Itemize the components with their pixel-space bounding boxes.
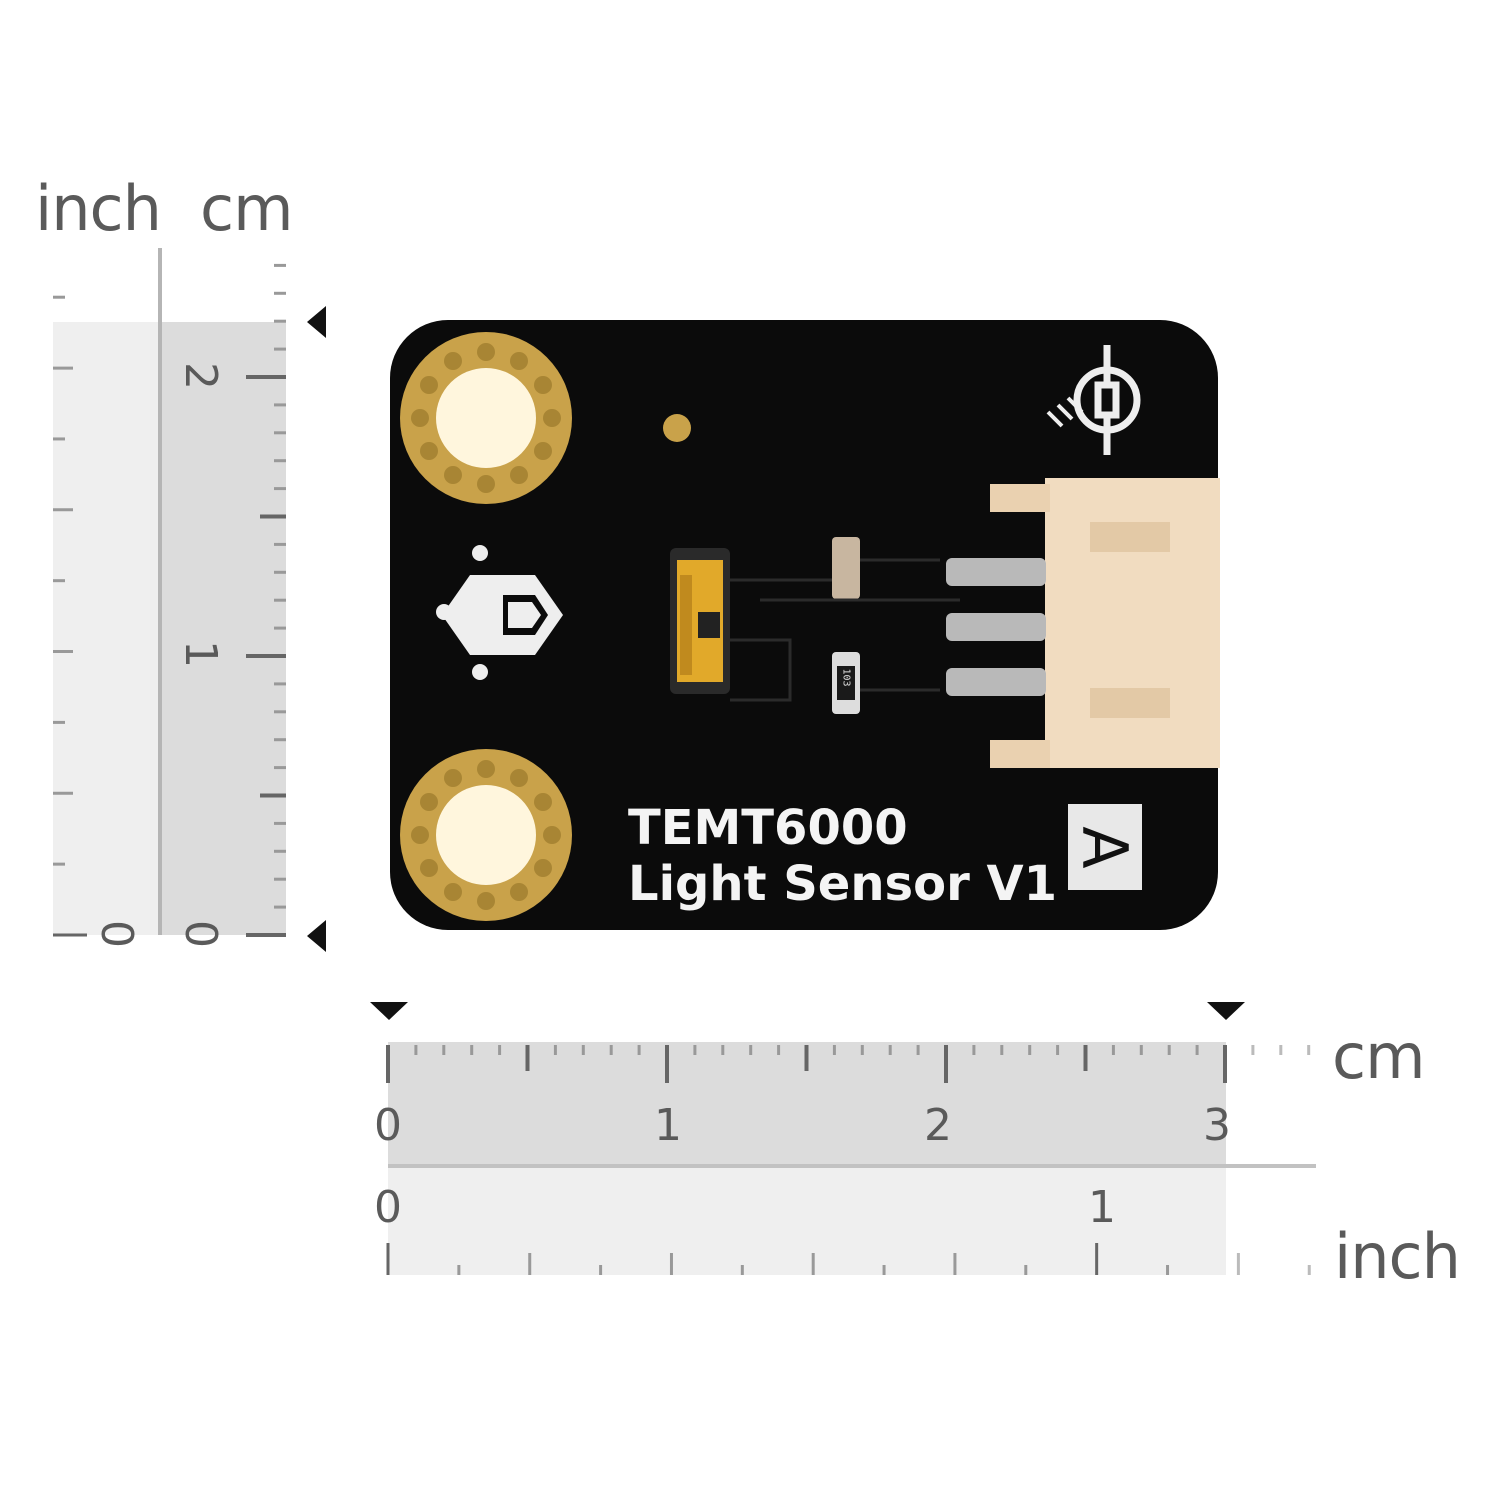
board-title-line1: TEMT6000 [628,800,908,856]
marker-top [307,306,326,338]
ruler-divider [388,1164,1316,1168]
cm-label-1: 1 [654,1100,682,1151]
light-sensor-symbol-icon [1046,345,1141,455]
ruler-inch-band [53,322,160,935]
inch-label-0: 0 [374,1182,402,1233]
unit-label-inch: inch [35,172,162,245]
cm-label-3: 3 [1203,1100,1231,1151]
brand-logo-icon [436,545,563,680]
mount-hole-bottom [400,749,572,921]
pcb-traces [730,558,960,702]
marker-left [370,1002,408,1020]
board-title-line2: Light Sensor V1 [628,856,1057,912]
mount-hole-top [400,332,572,504]
unit-label-cm: cm [1332,1020,1425,1093]
inch-label-1: 1 [1088,1182,1116,1233]
sensor-board: 103 TEMT6000 Light Sensor V1 A [390,320,1220,930]
vertical-ruler: inch cm 2 1 0 0 [0,0,340,980]
board-graphic [390,320,1220,930]
unit-label-cm: cm [200,172,293,245]
marker-right [1207,1002,1245,1020]
analog-type-badge-label: A [1068,825,1142,869]
measure-markers-vertical [307,306,326,952]
temt6000-sensor-chip [670,548,730,694]
ruler-inch-band [388,1167,1226,1275]
vertical-ruler-ticks [53,263,286,937]
unit-label-inch: inch [1334,1220,1461,1293]
capacitor [832,537,860,599]
horizontal-ruler-ticks [386,1045,1311,1275]
via-pad [663,414,691,442]
ruler-cm-band [160,322,286,935]
pcb [390,320,1218,930]
measure-markers-horizontal [370,1002,1245,1020]
resistor-marking: 103 [840,668,852,687]
connector-jst-3pin [946,478,1220,768]
marker-bottom [307,920,326,952]
cm-label-2: 2 [924,1100,952,1151]
ruler-divider [158,248,162,935]
horizontal-ruler: cm inch 0 1 2 3 0 1 [0,990,1500,1310]
cm-label-0: 0 [374,1100,402,1151]
analog-type-badge: A [1068,804,1142,890]
